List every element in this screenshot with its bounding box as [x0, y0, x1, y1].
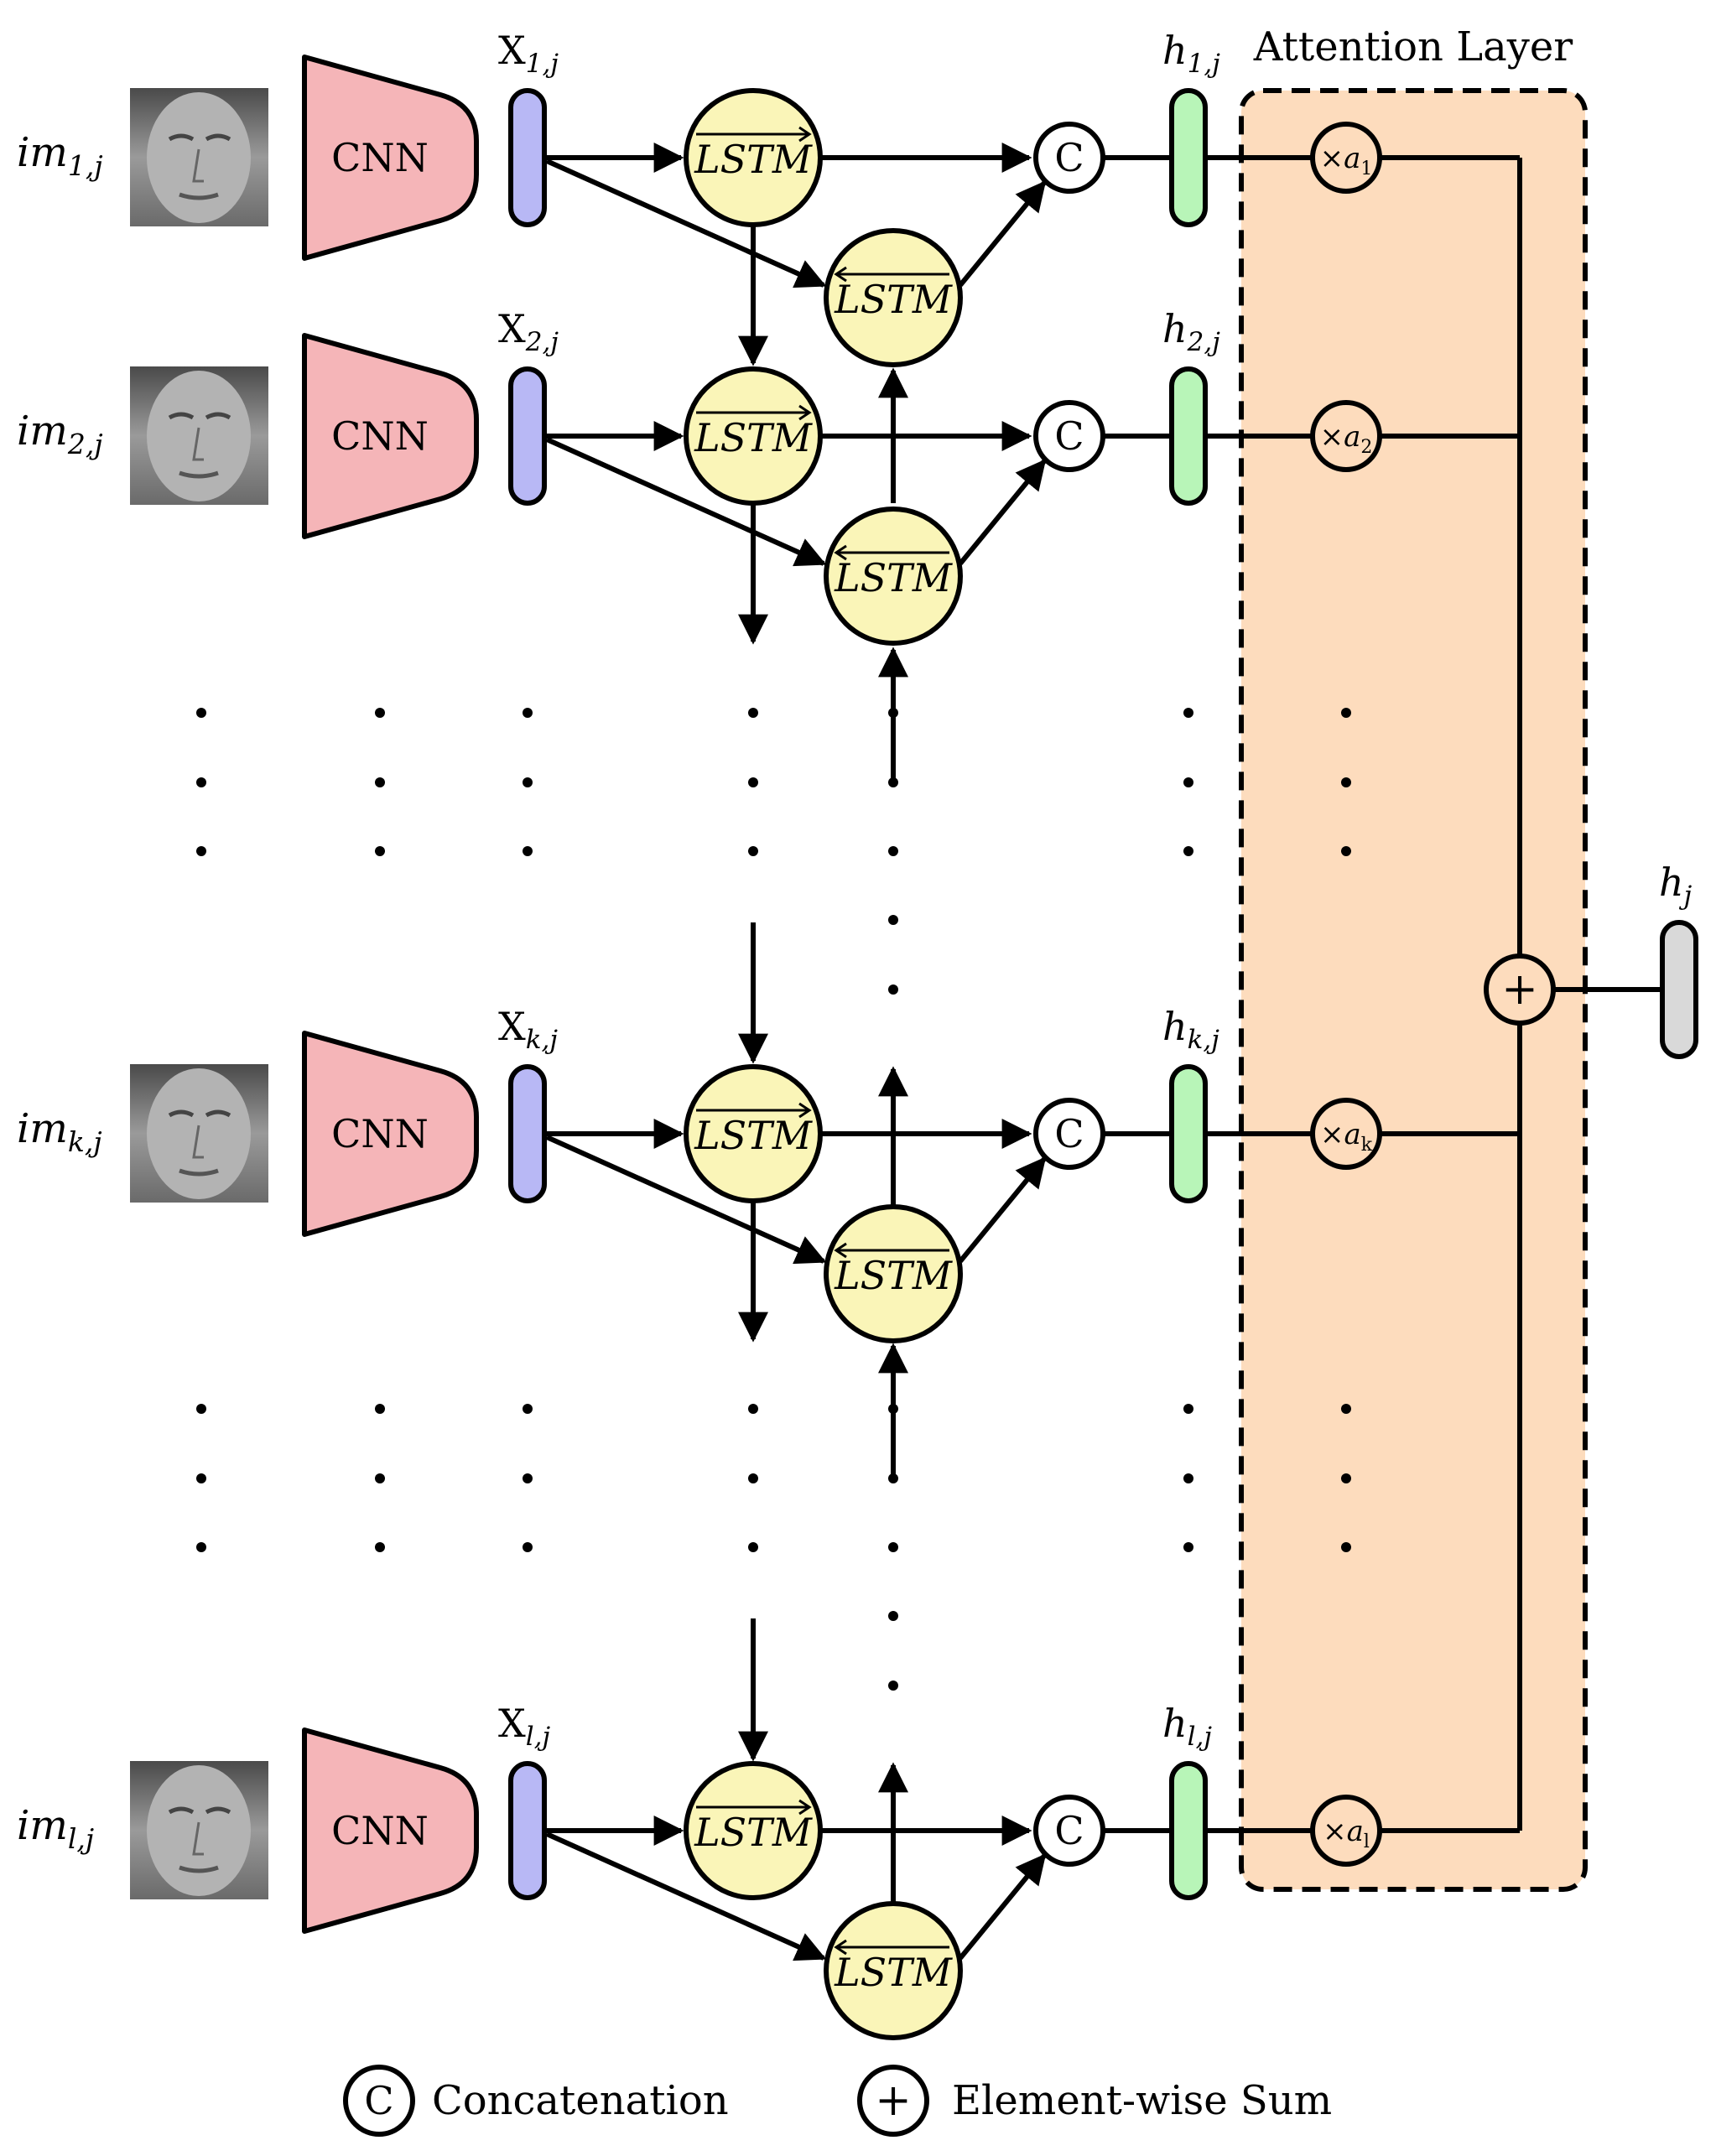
backward-lstm-node: [824, 507, 963, 646]
hidden-state-label: h1,j: [1162, 28, 1220, 79]
concat-symbol: C: [1054, 1808, 1084, 1853]
legend-concat-icon: [343, 2065, 415, 2137]
hidden-state-h: [1169, 1761, 1208, 1900]
cnn-label: CNN: [331, 1808, 429, 1853]
output-vector: [1660, 920, 1698, 1059]
legend: C Concatenation + Element-wise Sum: [343, 2065, 1332, 2137]
backward-arrow-icon: [834, 544, 949, 561]
face-image: [130, 1064, 268, 1203]
legend-concat-label: Concatenation: [432, 2077, 729, 2124]
cnn-block: [302, 333, 479, 539]
forward-lstm-label: LSTM: [694, 1113, 814, 1158]
hidden-state-h: [1169, 366, 1208, 506]
forward-arrow-icon: [696, 126, 812, 143]
cnn-label: CNN: [331, 413, 429, 459]
backward-lstm-node: [824, 228, 963, 367]
backward-lstm-label: LSTM: [834, 1253, 954, 1298]
cnn-label: CNN: [331, 135, 429, 180]
legend-sum-label: Element-wise Sum: [952, 2077, 1332, 2124]
image-label: im2,j: [17, 408, 103, 460]
face-image: [130, 88, 268, 226]
concat-symbol: C: [1054, 135, 1084, 180]
hidden-state-h: [1169, 1064, 1208, 1203]
feature-vector-x: [508, 1064, 547, 1203]
feature-vector-label: X1,j: [498, 28, 559, 79]
face-image: [130, 1761, 268, 1899]
cnn-block: [302, 1031, 479, 1237]
backward-lstm-label: LSTM: [834, 277, 954, 322]
forward-lstm-label: LSTM: [694, 1810, 814, 1855]
feature-vector-x: [508, 1761, 547, 1900]
forward-lstm-label: LSTM: [694, 415, 814, 460]
feature-vector-x: [508, 88, 547, 227]
legend-sum-symbol: +: [875, 2075, 912, 2126]
attention-weight-label: ×a1: [1320, 142, 1373, 179]
feature-vector-x: [508, 366, 547, 506]
hidden-state-label: hl,j: [1162, 1701, 1212, 1752]
ellipsis-dots: [196, 708, 1351, 1691]
forward-lstm-label: LSTM: [694, 137, 814, 182]
forward-arrow-icon: [696, 404, 812, 421]
cnn-block: [302, 1727, 479, 1934]
face-image: [130, 366, 268, 505]
hidden-state-label: h2,j: [1162, 306, 1220, 357]
image-label: im1,j: [17, 129, 103, 182]
image-label: imk,j: [17, 1105, 102, 1158]
backward-arrow-icon: [834, 1939, 949, 1956]
feature-vector-label: X2,j: [498, 306, 559, 357]
hidden-state-label: hk,j: [1162, 1004, 1219, 1055]
attention-layer-title: Attention Layer: [1253, 23, 1573, 70]
forward-arrow-icon: [696, 1102, 812, 1119]
feature-vector-label: Xk,j: [498, 1004, 558, 1055]
backward-lstm-node: [824, 1901, 963, 2040]
hidden-state-h: [1169, 88, 1208, 227]
image-label: iml,j: [17, 1802, 94, 1855]
legend-sum-icon: [857, 2065, 929, 2137]
cnn-block: [302, 55, 479, 261]
attention-weight-label: ×a2: [1320, 420, 1373, 458]
cnn-label: CNN: [331, 1111, 429, 1156]
output-label: hj: [1659, 860, 1693, 911]
concat-symbol: C: [1054, 413, 1084, 459]
legend-concat-symbol: C: [364, 2078, 393, 2123]
backward-lstm-node: [824, 1204, 963, 1343]
feature-vector-label: Xl,j: [498, 1701, 551, 1752]
backward-arrow-icon: [834, 266, 949, 283]
backward-lstm-label: LSTM: [834, 1950, 954, 1995]
concat-symbol: C: [1054, 1111, 1084, 1156]
forward-arrow-icon: [696, 1799, 812, 1816]
backward-lstm-label: LSTM: [834, 555, 954, 600]
attention-weight-label: ×al: [1323, 1815, 1370, 1852]
sum-symbol: +: [1501, 964, 1538, 1015]
attention-weight-label: ×ak: [1320, 1118, 1373, 1156]
backward-arrow-icon: [834, 1242, 949, 1259]
